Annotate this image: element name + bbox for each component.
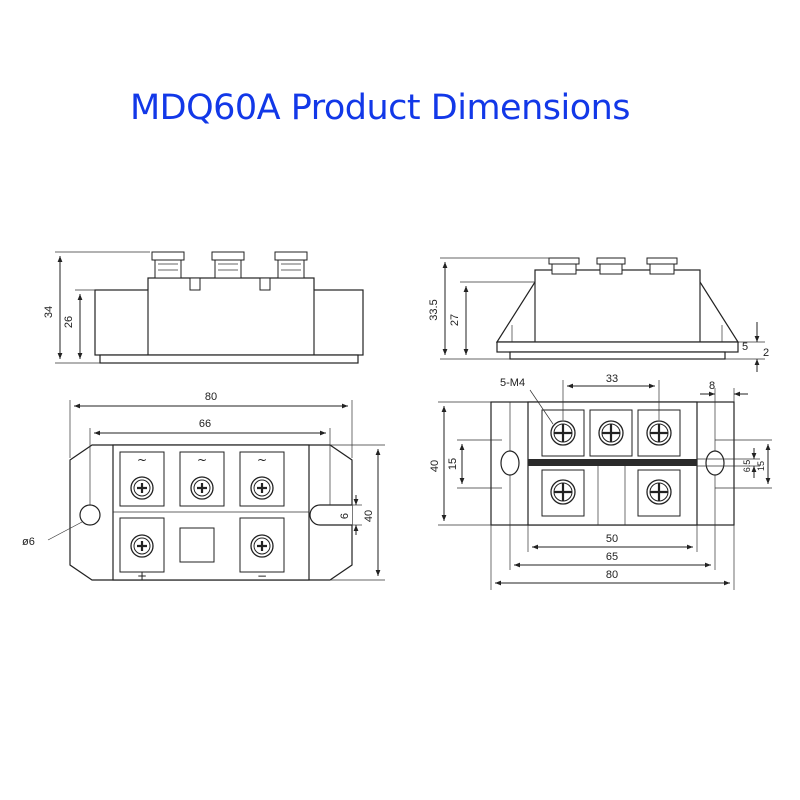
slot-width: 6 <box>339 513 351 519</box>
flange-width: 8 <box>709 380 715 392</box>
terminal-minus: − <box>257 569 267 583</box>
front-height-total: 33.5 <box>428 299 440 320</box>
pitch-65: 65 <box>606 551 618 563</box>
top-view-left: ~ ~ ~ + − 80 66 40 6 ø6 <box>22 391 385 583</box>
side-height-total: 34 <box>43 306 55 318</box>
screw-pitch: 33 <box>606 373 618 385</box>
terminal-plus: + <box>137 569 147 583</box>
right-width: 40 <box>429 460 441 472</box>
front-height-body: 27 <box>449 314 461 326</box>
hole-spacing: 15 <box>447 458 459 470</box>
length-total: 80 <box>205 391 217 403</box>
right-length-total: 80 <box>606 569 618 581</box>
terminal-ac-2: ~ <box>197 453 207 467</box>
terminal-ac-3: ~ <box>257 453 267 467</box>
screw-spec: 5-M4 <box>500 377 525 389</box>
front-view: 33.5 27 5 2 <box>428 257 769 372</box>
base-thickness: 2 <box>763 347 769 359</box>
flange-thickness: 5 <box>742 341 748 353</box>
width: 40 <box>363 510 375 522</box>
offset-a: 6.5 <box>742 460 752 473</box>
terminal-ac-1: ~ <box>137 453 147 467</box>
pitch-50: 50 <box>606 533 618 545</box>
page-title: MDQ60A Product Dimensions <box>129 88 631 128</box>
side-view: 34 26 <box>43 251 364 364</box>
hole-pitch: 66 <box>199 418 211 430</box>
offset-b: 15 <box>756 461 766 471</box>
top-view-right: 5-M4 33 8 40 15 6.5 15 <box>429 373 772 590</box>
hole-diameter: ø6 <box>22 536 35 548</box>
side-height-body: 26 <box>63 316 75 328</box>
